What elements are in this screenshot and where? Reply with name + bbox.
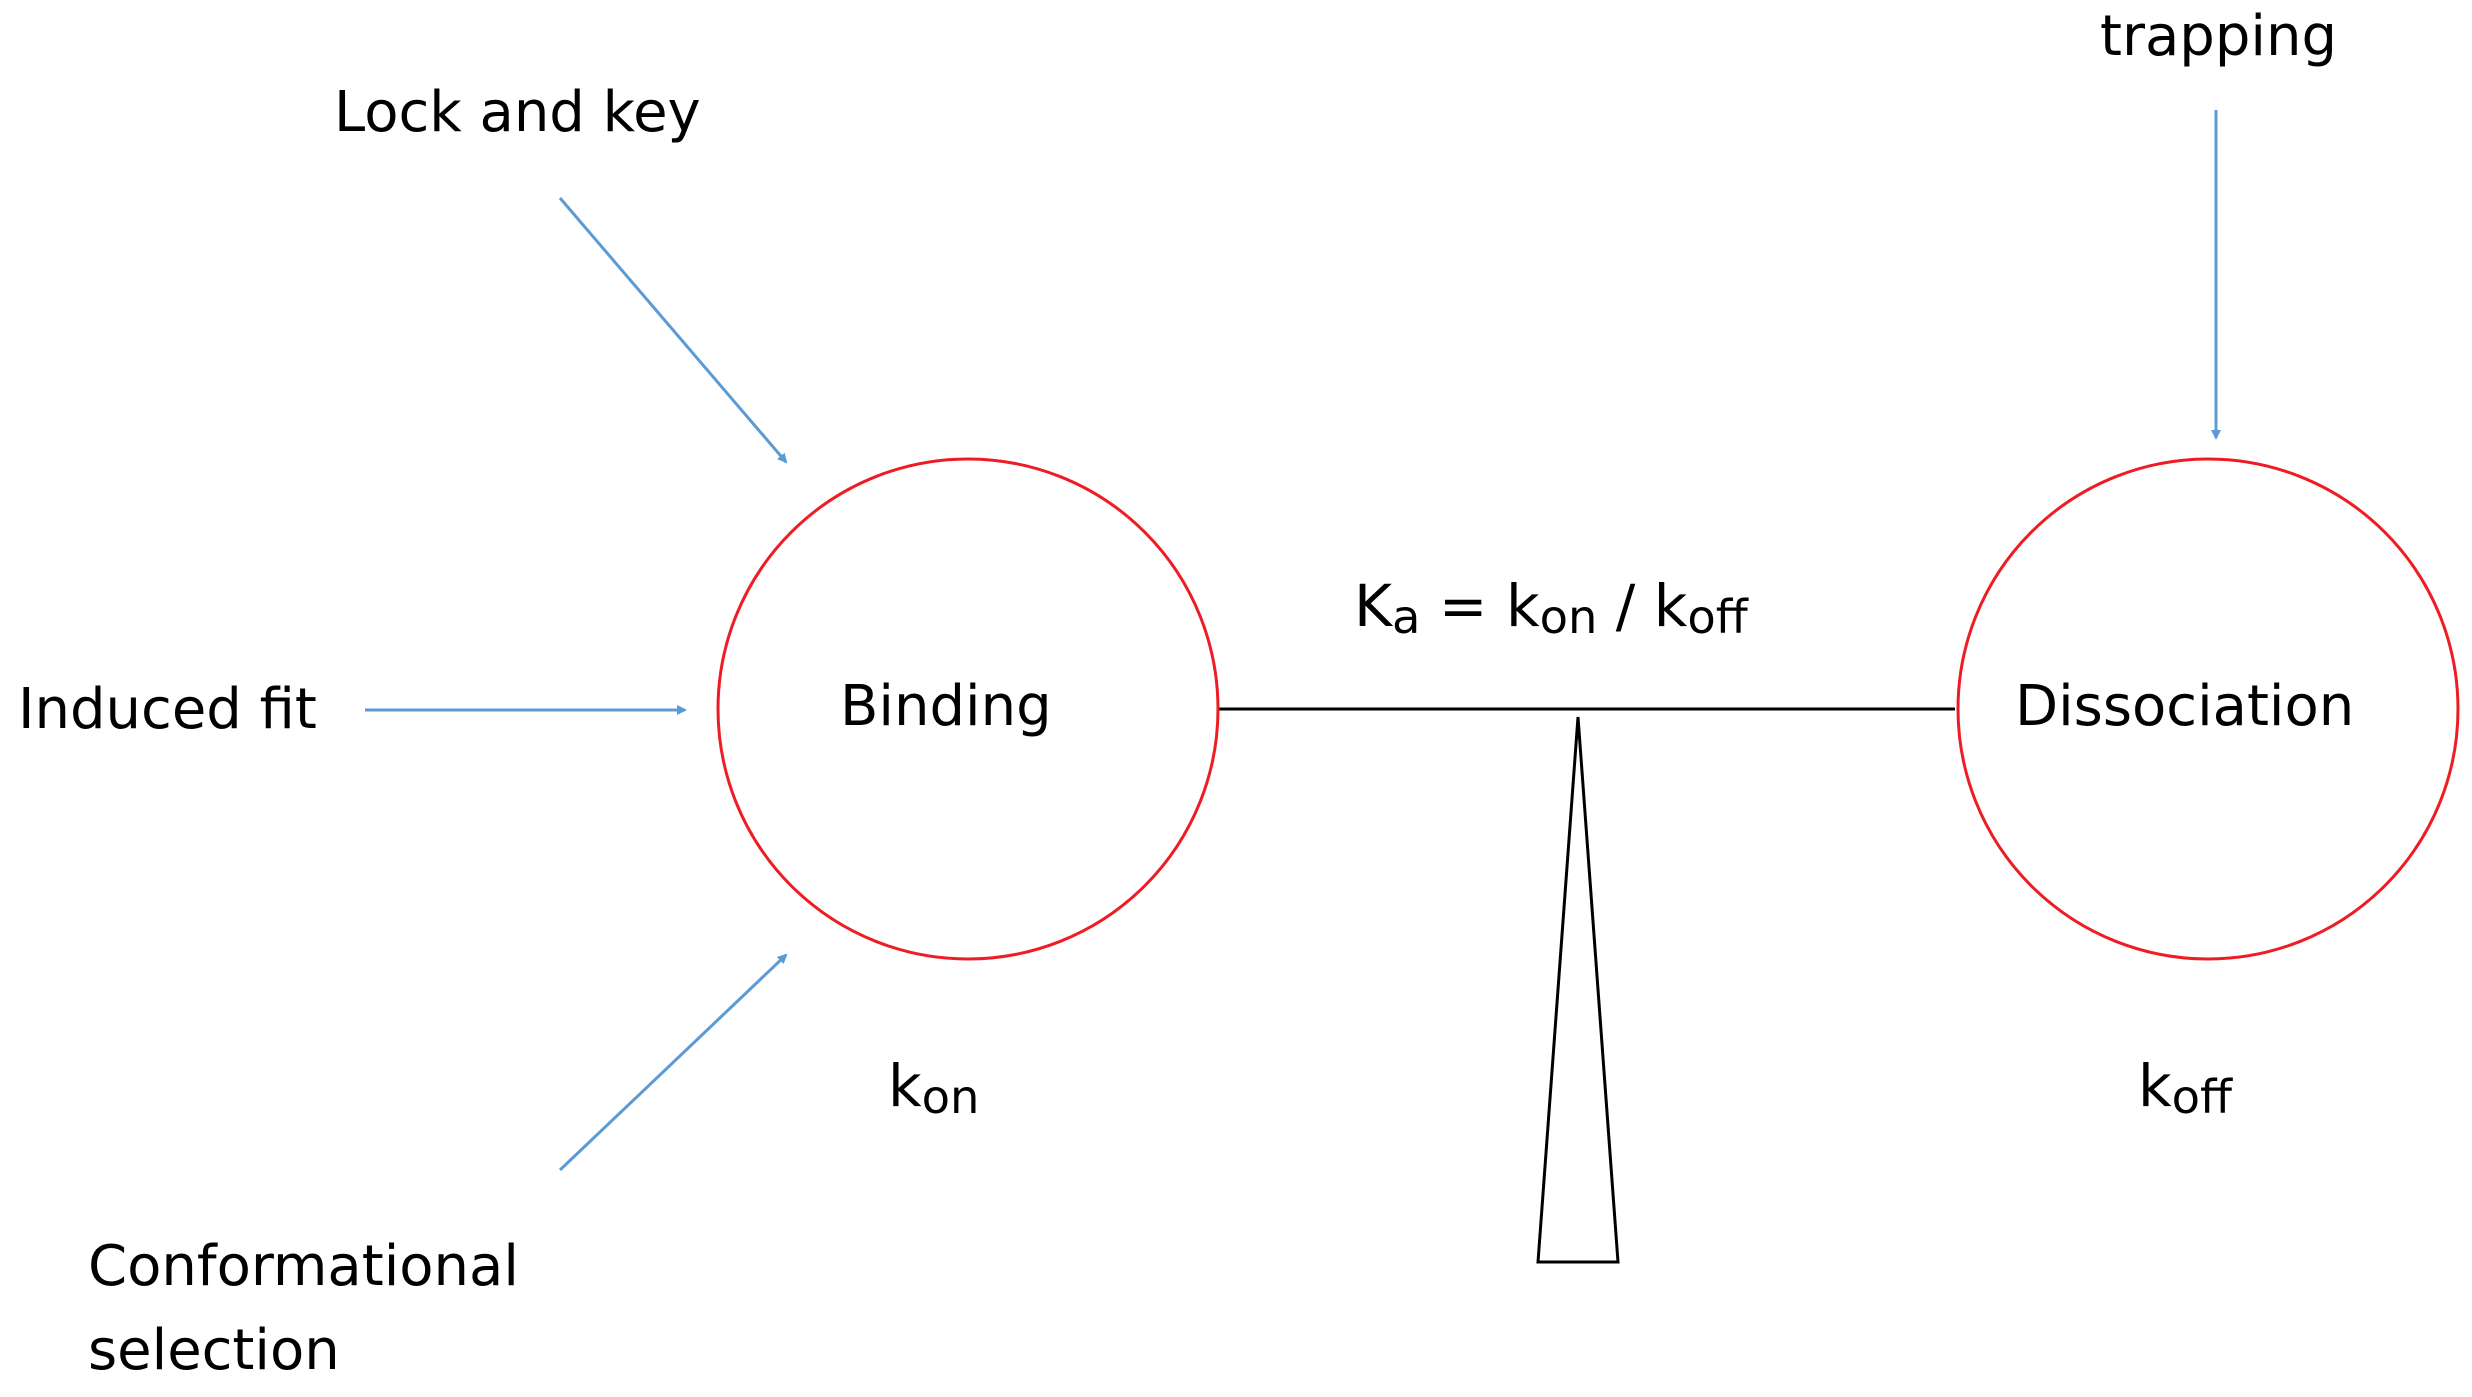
dissociation-node-circle [1956, 457, 2460, 961]
conformational-selection-label-line2: selection [88, 1318, 340, 1383]
binding-node-circle [716, 457, 1220, 961]
lock-and-key-arrow [558, 197, 788, 464]
induced-fit-label: Induced fit [18, 677, 317, 742]
trapping-label: trapping [2100, 4, 2337, 69]
conformational-selection-arrow [558, 953, 788, 1172]
conformational-selection-label-line1: Conformational [88, 1234, 519, 1299]
balance-fulcrum [1536, 716, 1620, 1264]
lock-and-key-label: Lock and key [334, 80, 701, 145]
koff-label: koff [2138, 1052, 2232, 1124]
kon-label: kon [888, 1052, 980, 1124]
dissociation-label: Dissociation [2015, 674, 2355, 739]
ka-equation: Ka = kon / koff [1354, 572, 1748, 644]
binding-label: Binding [840, 674, 1052, 739]
